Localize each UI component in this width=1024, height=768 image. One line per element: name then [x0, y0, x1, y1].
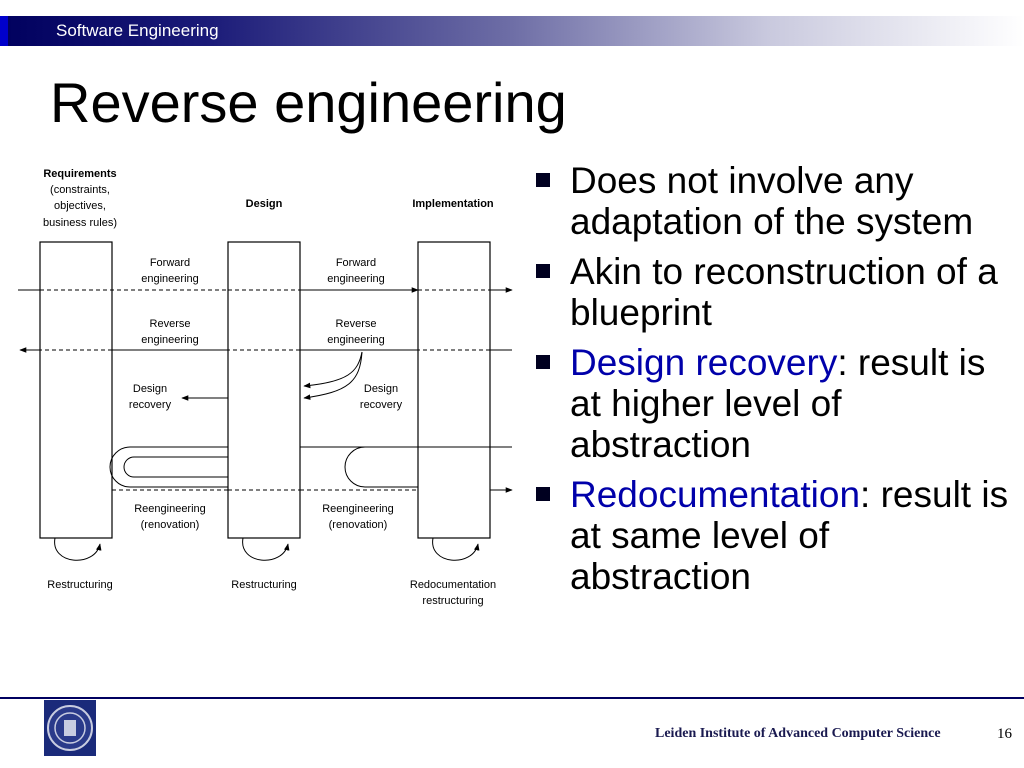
bullet-marker [536, 173, 550, 187]
label-recovery-1b: recovery [129, 399, 172, 411]
footer-divider [0, 697, 1024, 699]
bullet-text: : result is at same level of abstraction [570, 474, 1009, 597]
label-reverse-2b: engineering [327, 334, 385, 346]
implementation-column [417, 241, 491, 539]
header-constraints: (constraints, [50, 184, 110, 196]
label-redoc-a: Redocumentation [410, 579, 496, 591]
design-column [227, 241, 301, 539]
bullet-term-design-recovery: Design recovery [570, 342, 838, 383]
label-reeng-1a: Reengineering [134, 503, 206, 515]
label-reverse-1b: engineering [141, 334, 199, 346]
label-forward-2a: Forward [336, 257, 376, 269]
bullet-text: Does not involve any adaptation of the s… [570, 160, 974, 242]
label-redoc-b: restructuring [422, 595, 483, 607]
label-restructuring-2: Restructuring [231, 579, 296, 591]
label-forward-1b: engineering [141, 273, 199, 285]
institute-name: Leiden Institute of Advanced Computer Sc… [655, 726, 941, 741]
bullet-item: Redocumentation: result is at same level… [532, 474, 1012, 597]
university-seal-icon [44, 700, 96, 756]
label-reeng-2a: Reengineering [322, 503, 394, 515]
label-recovery-2b: recovery [360, 399, 403, 411]
label-recovery-1a: Design [133, 383, 167, 395]
label-forward-1a: Forward [150, 257, 190, 269]
slide-title: Reverse engineering [50, 71, 567, 134]
bullet-item: Akin to reconstruction of a blueprint [532, 251, 1012, 333]
bullet-list: Does not involve any adaptation of the s… [532, 160, 1012, 606]
header-bar: Software Engineering [0, 16, 1024, 46]
bullet-marker [536, 355, 550, 369]
header-business-rules: business rules) [43, 217, 117, 229]
header-implementation: Implementation [412, 198, 494, 210]
header-design: Design [246, 198, 283, 210]
page-number: 16 [997, 726, 1012, 742]
requirements-column [39, 241, 113, 539]
bullet-marker [536, 487, 550, 501]
label-reeng-1b: (renovation) [141, 519, 200, 531]
label-restructuring-1: Restructuring [47, 579, 112, 591]
label-forward-2b: engineering [327, 273, 385, 285]
label-reverse-2a: Reverse [336, 318, 377, 330]
bullet-text: Akin to reconstruction of a blueprint [570, 251, 998, 333]
bullet-text: : result is at higher level of abstracti… [570, 342, 986, 465]
bullet-term-redocumentation: Redocumentation [570, 474, 861, 515]
bullet-item: Design recovery: result is at higher lev… [532, 342, 1012, 465]
header-accent-square [0, 16, 8, 46]
label-recovery-2a: Design [364, 383, 398, 395]
bullet-marker [536, 264, 550, 278]
header-objectives: objectives, [54, 200, 106, 212]
course-title: Software Engineering [56, 21, 219, 40]
reverse-engineering-diagram: Requirements (constraints, objectives, b… [18, 168, 513, 607]
label-reeng-2b: (renovation) [329, 519, 388, 531]
bullet-item: Does not involve any adaptation of the s… [532, 160, 1012, 242]
label-reverse-1a: Reverse [150, 318, 191, 330]
header-requirements: Requirements [43, 168, 116, 180]
